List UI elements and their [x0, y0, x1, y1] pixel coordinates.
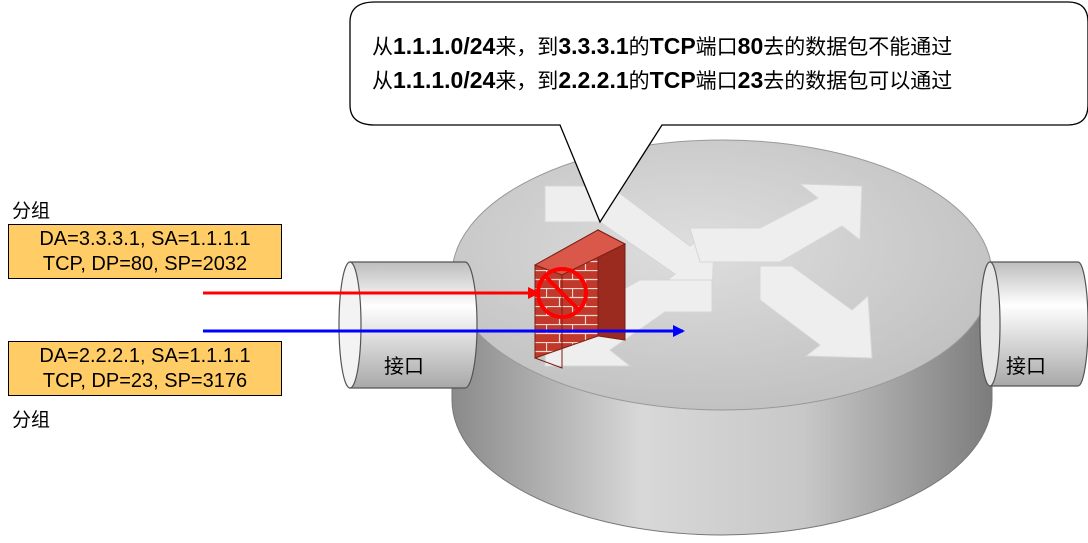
callout-line2-segment: TCP: [649, 67, 696, 93]
callout-line1-segment: 的: [628, 35, 650, 59]
callout-line2-segment: 来，到: [495, 69, 559, 93]
rule-line-blocked: 从1.1.1.0/24来，到3.3.3.1的TCP端口80去的数据包不能通过: [372, 30, 1072, 64]
callout-line2-segment: 从: [372, 69, 393, 93]
interface-right-port: [979, 261, 1088, 387]
callout-line1-segment: 端口: [695, 35, 738, 59]
firewall-icon: [533, 229, 627, 369]
interface-left-label: 接口: [384, 354, 424, 378]
packet-bottom-addresses: DA=2.2.2.1, SA=1.1.1.1: [39, 345, 251, 367]
interface-right-label: 接口: [1006, 354, 1046, 378]
packet-bottom-ports: TCP, DP=23, SP=3176: [42, 370, 248, 392]
packet-top-ports: TCP, DP=80, SP=2032: [42, 253, 248, 275]
callout-line2-segment: 端口: [695, 69, 738, 93]
callout-line2-segment: 1.1.1.0/24: [393, 67, 496, 93]
packet-top-addresses: DA=3.3.3.1, SA=1.1.1.1: [39, 228, 251, 250]
packet-top-label: 分组: [12, 200, 51, 222]
router-icon: [451, 139, 993, 536]
callout-line2-segment: 2.2.2.1: [558, 67, 629, 93]
callout-line1-segment: 3.3.3.1: [558, 33, 629, 59]
callout-line2-segment: 的: [628, 69, 650, 93]
rule-line-allowed: 从1.1.1.0/24来，到2.2.2.1的TCP端口23去的数据包可以通过: [372, 64, 1072, 98]
packet-bottom-label: 分组: [12, 409, 51, 431]
prohibited-icon: [536, 267, 588, 319]
callout-line1-segment: 从: [372, 35, 393, 59]
callout-line1-segment: 去的数据包不能通过: [763, 35, 953, 59]
callout-text: 从1.1.1.0/24来，到3.3.3.1的TCP端口80去的数据包不能通过 从…: [372, 30, 1072, 98]
callout-line1-segment: 80: [737, 33, 764, 59]
packet-top-header-box: DA=3.3.3.1, SA=1.1.1.1 TCP, DP=80, SP=20…: [8, 224, 282, 279]
callout-line1-segment: 来，到: [495, 35, 559, 59]
callout-bubble: [349, 1, 1088, 224]
callout-line1-segment: TCP: [649, 33, 696, 59]
callout-line2-segment: 23: [737, 67, 764, 93]
callout-line1-segment: 1.1.1.0/24: [393, 33, 496, 59]
callout-line2-segment: 去的数据包可以通过: [763, 69, 953, 93]
packet-bottom-header-box: DA=2.2.2.1, SA=1.1.1.1 TCP, DP=23, SP=31…: [8, 341, 282, 396]
